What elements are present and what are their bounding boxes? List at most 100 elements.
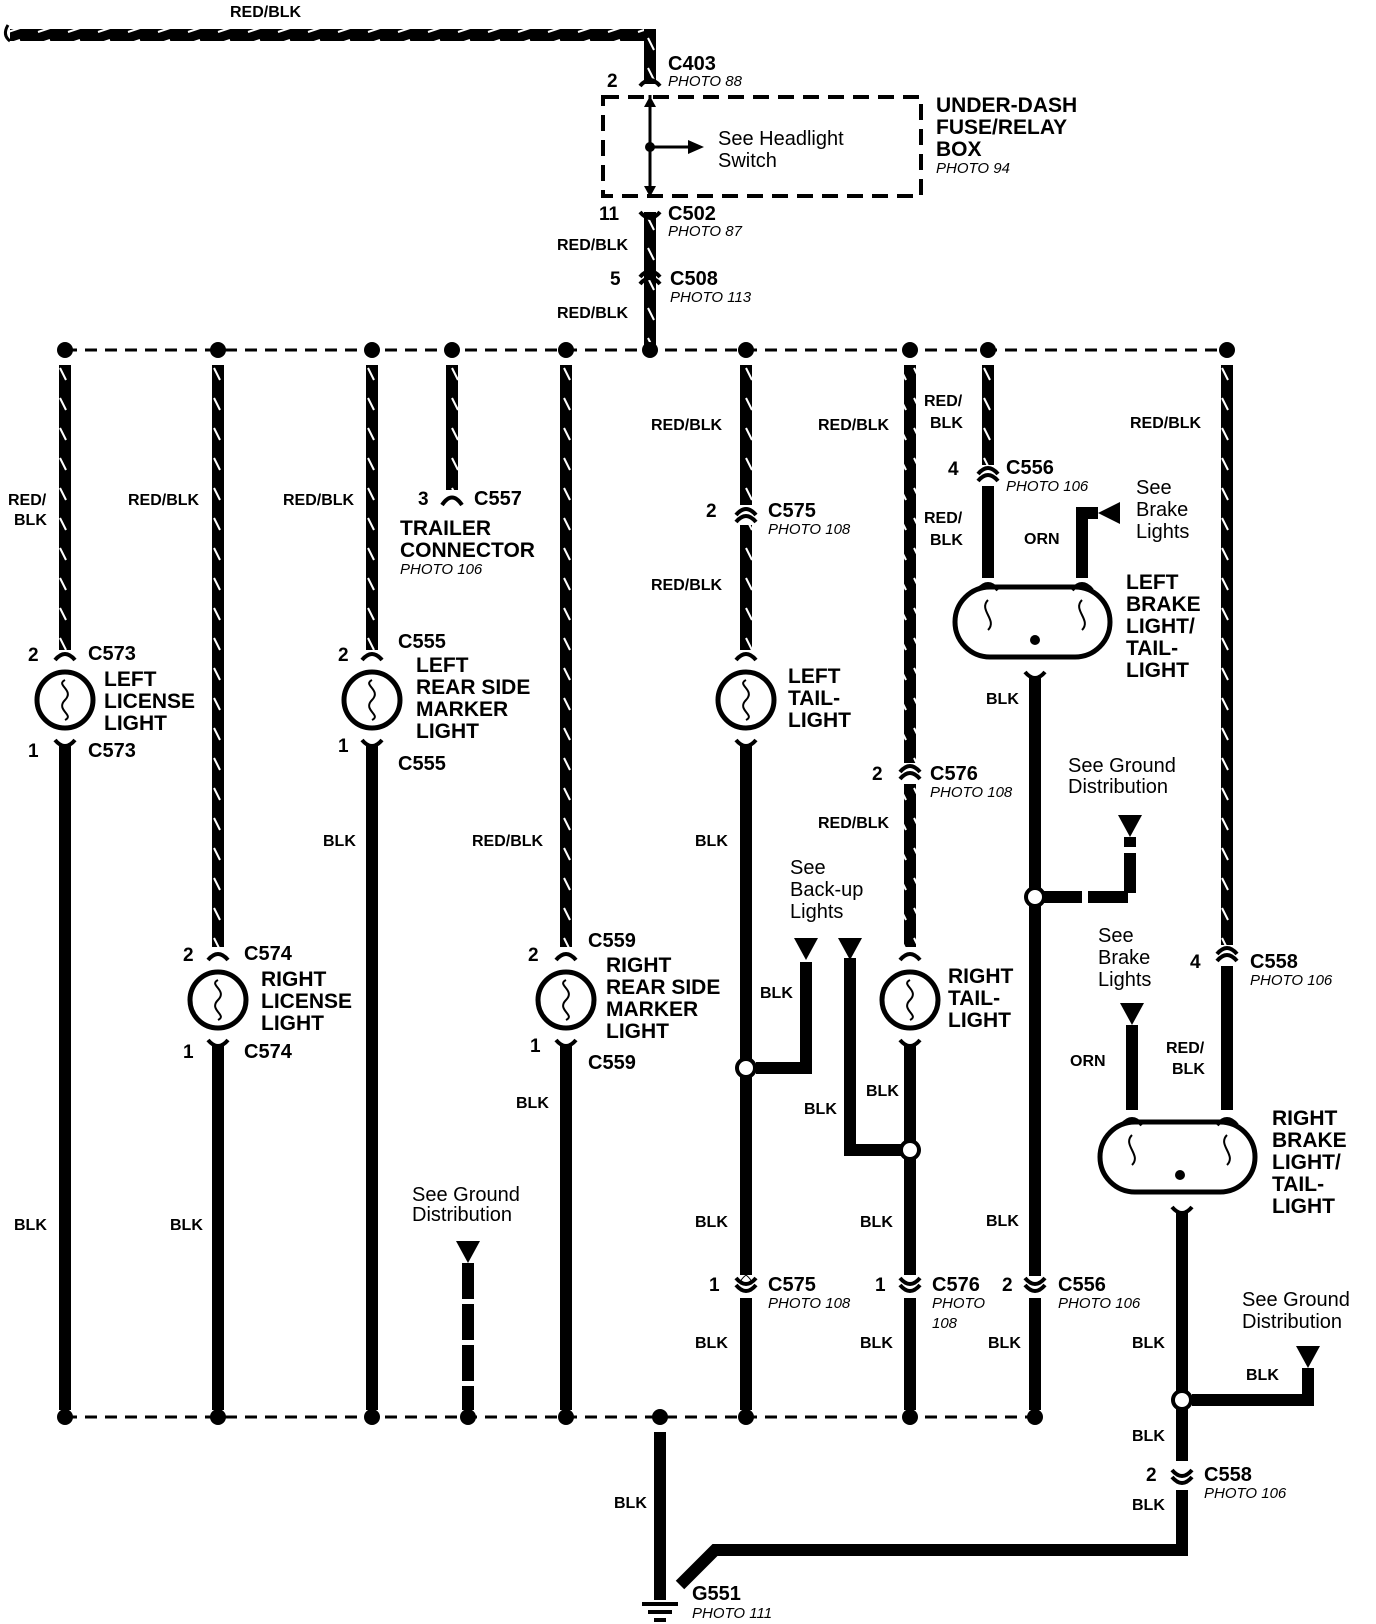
trailer-connector-photo: PHOTO 106: [400, 561, 483, 578]
wire-left-rear-side-marker: [366, 365, 378, 650]
c403-label: C403: [668, 53, 716, 75]
wire-color-label: BLK: [760, 985, 793, 1002]
trailer-connector-title: TRAILER: [400, 517, 491, 540]
right-license-light-bulb-icon: [187, 969, 249, 1031]
right-brake-taillight-title: BRAKE: [1272, 1129, 1347, 1152]
c558-top-symbol-a: [1215, 946, 1239, 956]
c556-label-top: C556: [1006, 457, 1054, 479]
wire-color-label: RED/BLK: [651, 417, 723, 434]
see-ground-note: Distribution: [1068, 776, 1168, 798]
c559-pin-bottom: 1: [530, 1036, 541, 1057]
see-ground-note: Distribution: [412, 1204, 512, 1226]
wire-color-label: BLK: [930, 532, 963, 549]
see-brake-lights-note: See: [1136, 477, 1172, 499]
c575-label-bottom: C575: [768, 1274, 816, 1296]
ground-reference-wire: [1042, 837, 1136, 903]
wire-color-label: BLK: [1132, 1497, 1165, 1514]
wire-left-brake-lower: [982, 486, 994, 578]
c508-connector-symbol-b: [638, 276, 662, 286]
c559-label-bottom: C559: [588, 1052, 636, 1074]
c575-label-top: C575: [768, 500, 816, 522]
c557-pin: 3: [418, 489, 429, 510]
wire-color-label: BLK: [614, 1495, 647, 1512]
c558-photo-bottom: PHOTO 106: [1204, 1485, 1287, 1502]
right-rear-side-marker-title: MARKER: [606, 998, 698, 1021]
ground-wire-left-taillight-lower: [740, 1298, 752, 1410]
c574-pin-top: 2: [183, 945, 194, 966]
c556-top-symbol-b: [976, 473, 1000, 483]
c558-bottom-symbol-b: [1170, 1475, 1194, 1485]
wire-color-label: RED/BLK: [230, 4, 302, 21]
c575-pin-bottom: 1: [709, 1275, 720, 1296]
c556-top-symbol-a: [976, 466, 1000, 476]
wire-color-label: BLK: [860, 1214, 893, 1231]
feed-wire-top: [10, 29, 656, 41]
orn-brake-feed-wire: [1076, 507, 1098, 578]
left-rear-side-marker-bulb-icon: [341, 669, 403, 731]
wire-left-license: [59, 365, 71, 650]
right-taillight-bulb-icon: [879, 969, 941, 1031]
ground-wire-right-brake-to-g551: [675, 1490, 1188, 1590]
c403-photo: PHOTO 88: [668, 73, 743, 90]
c573-label-bottom: C573: [88, 740, 136, 762]
bus-splice-dots: [57, 342, 1235, 358]
left-license-light-bulb-icon: [34, 669, 96, 731]
filament-icon: [61, 679, 69, 721]
right-taillight-top-terminal: [898, 952, 922, 962]
trailer-connector-title: CONNECTOR: [400, 539, 535, 562]
wire-color-label: RED/: [8, 492, 47, 509]
fuse-box-title-1: UNDER-DASH: [936, 94, 1077, 117]
c556-pin-top: 4: [948, 459, 959, 480]
terminal-mark: [1070, 582, 1094, 592]
wire-color-label: BLK: [860, 1335, 893, 1352]
c575-photo-top: PHOTO 108: [768, 521, 851, 538]
filament-icon: [214, 979, 222, 1021]
c555-top-symbol: [360, 652, 384, 662]
c559-top-symbol: [554, 952, 578, 962]
c508-pin: 5: [610, 269, 621, 290]
left-brake-taillight-title: TAIL-: [1126, 637, 1178, 660]
arrow-left-icon: [1098, 502, 1120, 524]
c574-top-symbol: [206, 952, 230, 962]
right-brake-taillight-title: RIGHT: [1272, 1107, 1338, 1130]
c573-pin-top: 2: [28, 645, 39, 666]
right-brake-taillight-title: LIGHT: [1272, 1195, 1335, 1218]
wire-color-label: BLK: [1132, 1335, 1165, 1352]
filament-icon: [1223, 1134, 1231, 1166]
right-license-light-title: LIGHT: [261, 1012, 324, 1035]
wire-color-label: RED/BLK: [128, 492, 200, 509]
filament-icon: [1078, 599, 1086, 631]
filament-icon: [742, 679, 750, 721]
left-rear-side-marker-title: LIGHT: [416, 720, 479, 743]
ground-wire-left-license: [59, 745, 71, 1410]
feed-wire-c502-c508: [644, 212, 656, 350]
wire-color-label: RED/: [924, 510, 963, 527]
wire-color-label: BLK: [695, 1335, 728, 1352]
wire-right-taillight-lower: [904, 784, 916, 947]
filament-icon: [984, 599, 992, 631]
wire-right-brake-upper: [1221, 365, 1233, 945]
c502-label: C502: [668, 203, 716, 225]
c403-pin: 2: [607, 71, 618, 92]
terminal-mark: [1215, 1117, 1239, 1127]
feed-wire-vertical: [644, 29, 656, 84]
under-dash-fuse-relay-box: [601, 95, 923, 198]
filament-icon: [368, 679, 376, 721]
wire-right-rear-side-marker: [560, 365, 572, 947]
ground-bus-splice-dots: [57, 1409, 1043, 1425]
ground-wire-right-brake: [1176, 1211, 1188, 1461]
wire-color-label: RED/BLK: [557, 237, 629, 254]
wire-color-label: BLK: [986, 691, 1019, 708]
see-headlight-switch-note-2: Switch: [718, 150, 777, 172]
splice-dot: [735, 1057, 757, 1079]
wire-color-label: RED/: [924, 393, 963, 410]
right-rear-side-marker-title: LIGHT: [606, 1020, 669, 1043]
c574-label-top: C574: [244, 943, 293, 965]
wire-color-label: BLK: [1172, 1061, 1205, 1078]
wire-color-label: RED/BLK: [818, 815, 890, 832]
left-license-light-title: LIGHT: [104, 712, 167, 735]
c555-label-top: C555: [398, 631, 446, 653]
left-taillight-title: LEFT: [788, 665, 841, 688]
splice-dot: [1175, 1170, 1185, 1180]
ground-reference-arrow-icon: [1120, 1003, 1144, 1025]
